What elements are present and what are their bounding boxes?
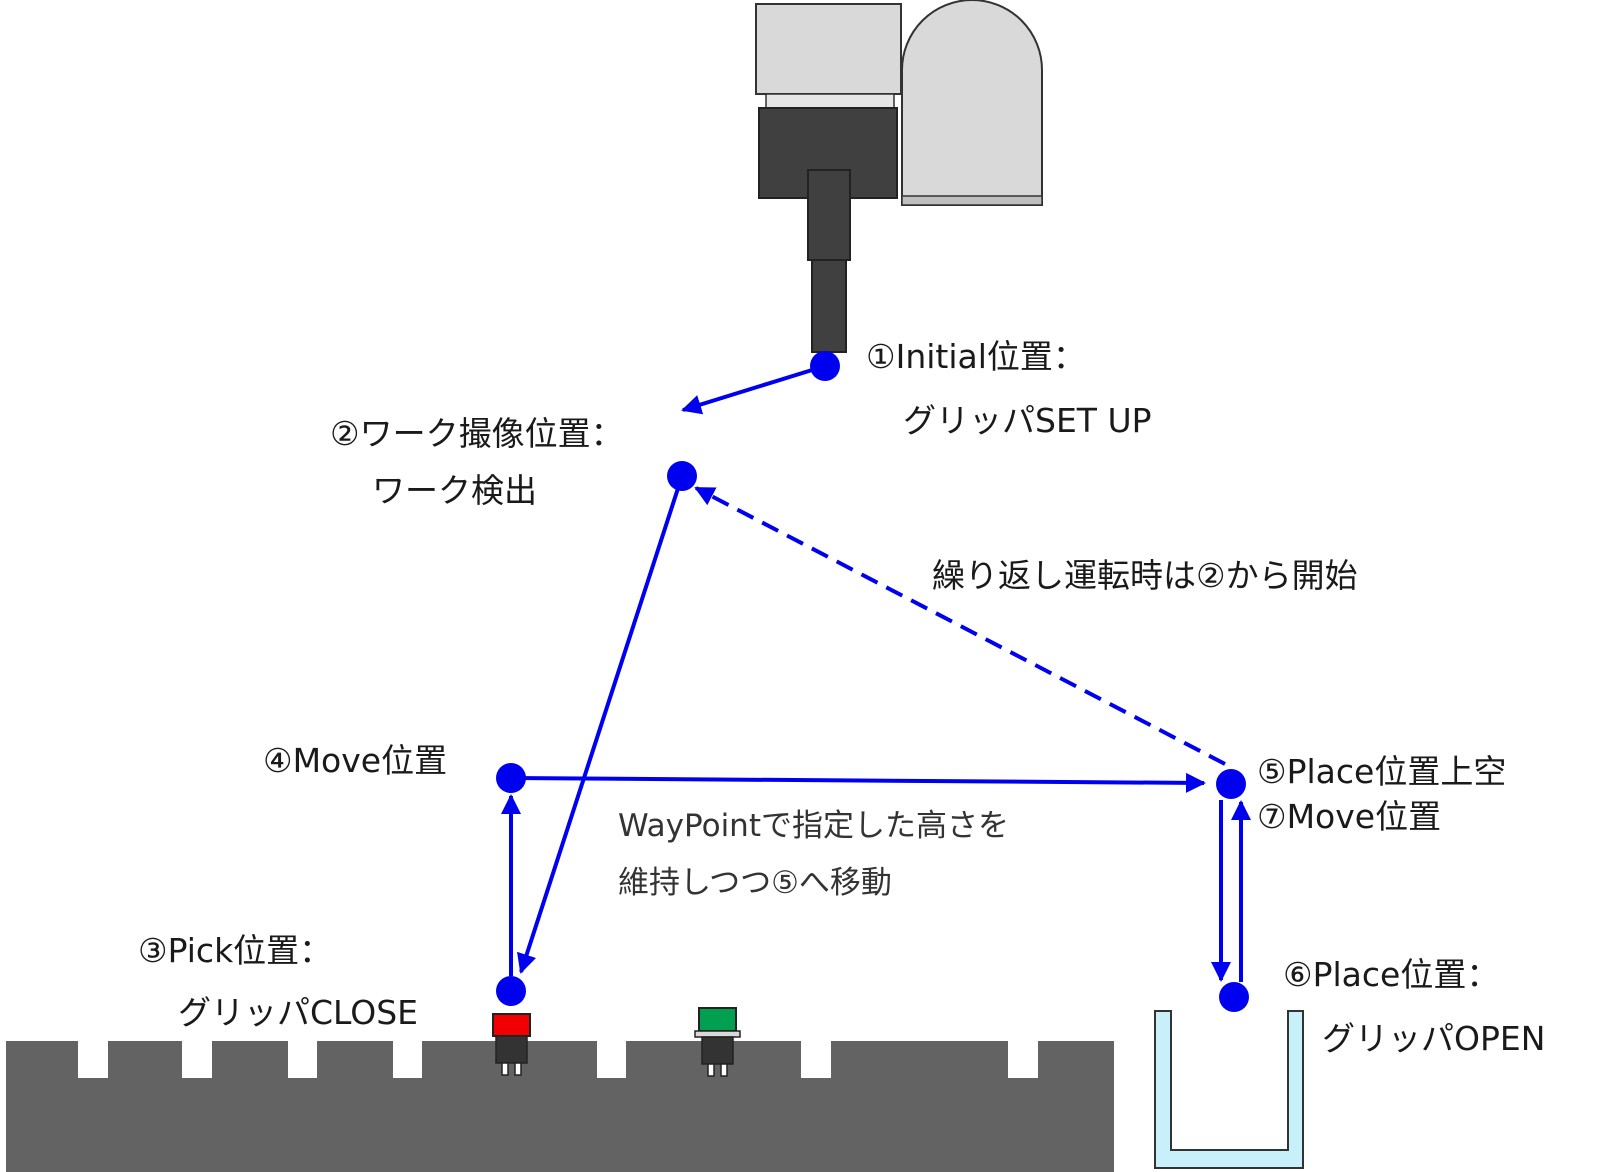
waypoints <box>496 351 1249 1012</box>
workpiece-waiting-flange <box>694 1030 741 1038</box>
workpiece-picked-pin <box>501 1062 509 1076</box>
workpiece-picked-cap <box>492 1013 531 1037</box>
conveyor-belt <box>6 1041 1114 1172</box>
label-p6-title: ⑥Place位置： <box>1283 955 1499 994</box>
workpiece-picked <box>492 1013 531 1076</box>
robot-flange <box>765 93 895 109</box>
label-p2-title: ②ワーク撮像位置： <box>330 414 624 453</box>
motion-paths <box>501 364 1251 982</box>
workpiece-picked-pin <box>514 1062 522 1076</box>
robot-wrist-block <box>755 3 902 95</box>
waypoint-p2 <box>667 461 697 491</box>
label-p5-title: ⑤Place位置上空 <box>1257 752 1506 791</box>
waypoint-p6 <box>1219 982 1249 1012</box>
workpiece-waiting-pin <box>707 1063 715 1077</box>
place-bin <box>1154 1010 1304 1169</box>
robot-arm <box>755 0 1043 353</box>
label-waypoint-note-2: 維持しつつ⑤へ移動 <box>618 865 892 901</box>
label-repeat-note: 繰り返し運転時は②から開始 <box>932 556 1358 595</box>
label-p1-title: ①Initial位置： <box>866 337 1086 376</box>
robot-shoulder-dome <box>901 0 1043 206</box>
workpiece-picked-base <box>495 1035 528 1064</box>
label-p1-sub: グリッパSET UP <box>903 401 1152 440</box>
workpiece-waiting-base <box>701 1036 734 1065</box>
waypoint-p5 <box>1216 769 1246 799</box>
waypoint-p3 <box>496 976 526 1006</box>
gripper-finger <box>811 259 847 353</box>
label-p3-title: ③Pick位置： <box>138 931 332 970</box>
workpiece-waiting-pin <box>720 1063 728 1077</box>
path-p5-to-p2-repeat <box>694 486 1226 766</box>
path-p1-to-p2 <box>681 364 826 415</box>
label-p7-title: ⑦Move位置 <box>1257 797 1441 836</box>
label-p2-sub: ワーク検出 <box>372 471 537 510</box>
label-waypoint-note-1: WayPointで指定した高さを <box>618 808 1009 844</box>
label-p4-title: ④Move位置 <box>263 741 447 780</box>
waypoint-p1 <box>810 351 840 381</box>
label-p6-sub: グリッパOPEN <box>1322 1019 1545 1058</box>
robot-shoulder-band <box>901 195 1043 206</box>
waypoint-p4 <box>496 763 526 793</box>
path-p4-to-p5 <box>510 772 1206 793</box>
gripper-shaft <box>807 169 851 261</box>
workpiece-waiting <box>694 1007 741 1077</box>
label-p3-sub: グリッパCLOSE <box>178 993 418 1032</box>
labels: ①Initial位置： グリッパSET UP ②ワーク撮像位置： ワーク検出 繰… <box>138 337 1545 1058</box>
path-p2-to-p3 <box>517 475 684 974</box>
workpiece-waiting-cap <box>698 1007 737 1032</box>
